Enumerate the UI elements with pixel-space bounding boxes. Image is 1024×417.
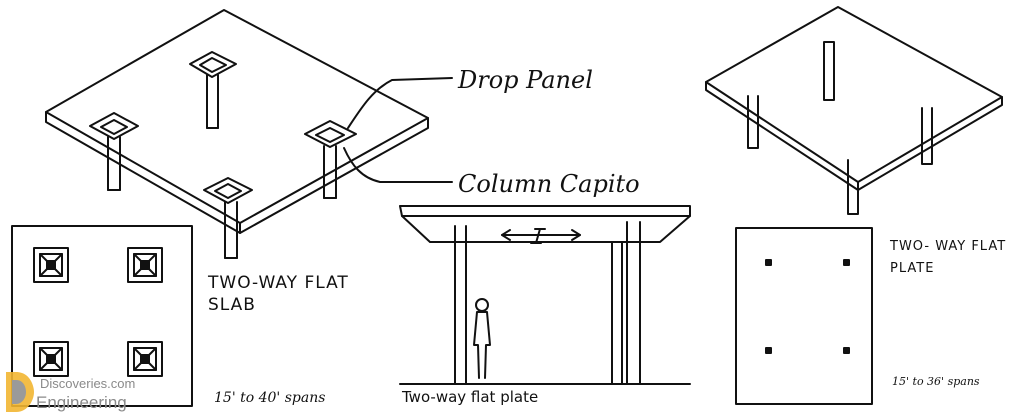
drop-panel-leader — [347, 77, 453, 129]
column-capital-label: Column Capito — [458, 170, 640, 198]
logo-watermark: Discoveries.com Engineering — [6, 372, 135, 412]
column-capital-left — [89, 112, 139, 191]
flat-plate-title-line2: PLATE — [890, 261, 934, 276]
span-arrow — [501, 228, 581, 244]
drop-panel-label: Drop Panel — [457, 66, 593, 94]
flat-slab-plan — [11, 225, 193, 407]
elevation-caption: Two-way flat plate — [401, 388, 538, 406]
column-capital-back — [189, 51, 237, 129]
flat-plate-isometric — [705, 6, 1003, 215]
person-figure — [473, 298, 491, 379]
flat-slab-spans: 15' to 40' spans — [214, 390, 325, 406]
flat-plate-spans: 15' to 36' spans — [892, 375, 980, 388]
plan-capital-bl — [33, 341, 69, 377]
column-capital-leader — [343, 147, 453, 183]
column-capital-right — [304, 120, 357, 199]
elevation-column-left — [454, 225, 467, 385]
plan-capital-tl — [33, 247, 69, 283]
flat-plate-elevation — [399, 205, 691, 385]
logo-icon — [6, 372, 34, 412]
flat-slab-title-line2: SLAB — [208, 295, 256, 315]
plate-column-left — [747, 95, 759, 149]
column-capital-front — [203, 177, 253, 259]
plan-capital-tr — [127, 247, 163, 283]
flat-slab-isometric — [45, 9, 453, 259]
flat-slab-title-line1: TWO-WAY FLAT — [207, 273, 349, 293]
flat-plate-title-line1: TWO- WAY FLAT — [889, 239, 1006, 254]
logo-name-text: Engineering — [36, 393, 127, 412]
flat-plate-plan — [735, 227, 873, 405]
plate-column-back — [823, 41, 835, 101]
plate-column-right — [921, 107, 933, 165]
elevation-column-right — [626, 221, 641, 385]
plate-column-front — [847, 159, 859, 215]
logo-site-text: Discoveries.com — [40, 376, 135, 391]
plan-capital-br — [127, 341, 163, 377]
elevation-column-right-back — [611, 241, 623, 385]
